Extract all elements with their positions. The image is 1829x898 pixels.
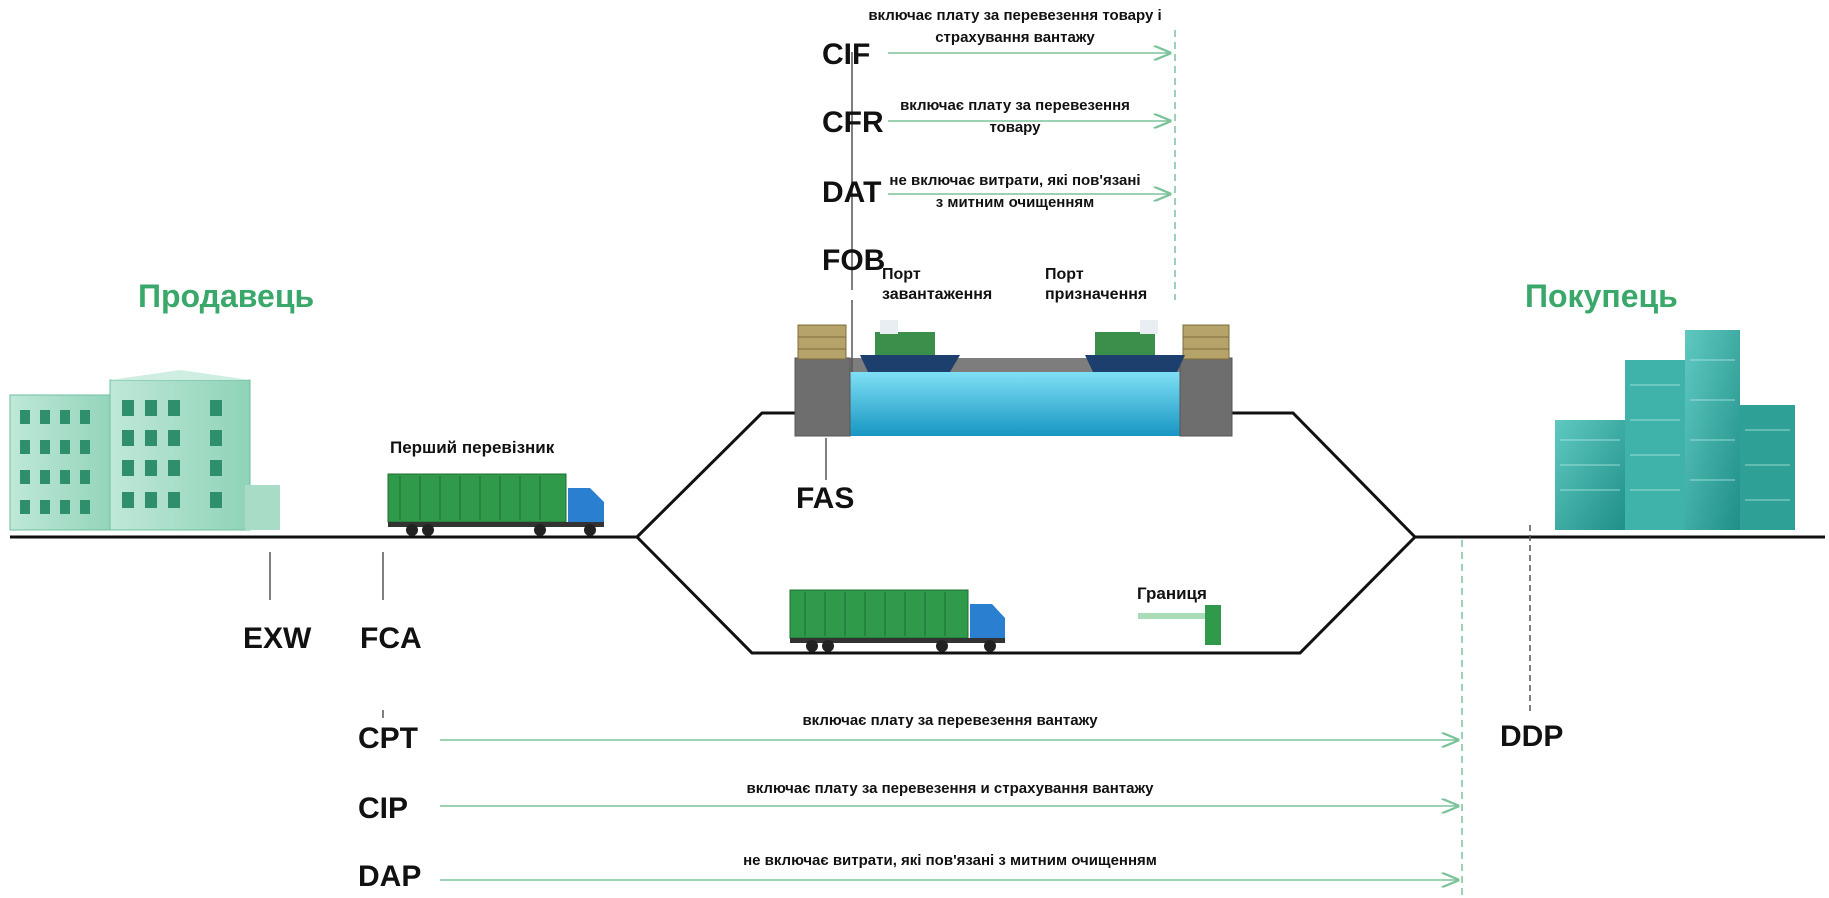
cargo-stack-right [1182,324,1230,360]
ship-left [860,320,960,372]
seller-label: Продавець [138,278,315,314]
note-cpt: включає плату за перевезення вантажу [802,712,1098,729]
border-label: Границя [1137,584,1207,603]
cargo-stack-left [797,324,847,360]
term-cpt: CPT [358,722,418,755]
note-cif: включає плату за перевезення товару і ст… [868,7,1162,46]
first-carrier-truck [387,473,604,536]
term-cif: CIF [822,38,871,71]
term-cfr: CFR [822,106,884,139]
tick-lines [269,52,853,718]
term-ddp: DDP [1500,720,1564,753]
buyer-label: Покупець [1525,278,1678,314]
sea-port [794,320,1233,437]
buyer-building [1555,330,1795,530]
note-dat: не включає витрати, які пов'язані з митн… [889,172,1141,211]
seller-building [9,370,280,531]
route-lines [10,411,1825,655]
port-destination-label: Порт призначення [1045,266,1148,303]
term-fas: FAS [796,482,855,515]
first-carrier-label: Перший перевізник [390,438,555,457]
arrows [440,53,1458,880]
term-fob: FOB [822,244,886,277]
ship-right [1085,320,1185,372]
border-barrier [1138,605,1221,645]
port-loading-label: Порт завантаження [882,266,993,303]
note-cfr: включає плату за перевезення товару [900,97,1130,136]
term-dap: DAP [358,860,422,893]
term-fca: FCA [360,622,422,655]
note-dap: не включає витрати, які пов'язані з митн… [743,852,1157,869]
dashed-limits [1174,30,1463,898]
term-dat: DAT [822,176,882,209]
term-exw: EXW [243,622,312,655]
term-cip: CIP [358,792,409,825]
note-cip: включає плату за перевезення и страхуван… [746,780,1154,797]
road-truck [789,589,1005,652]
